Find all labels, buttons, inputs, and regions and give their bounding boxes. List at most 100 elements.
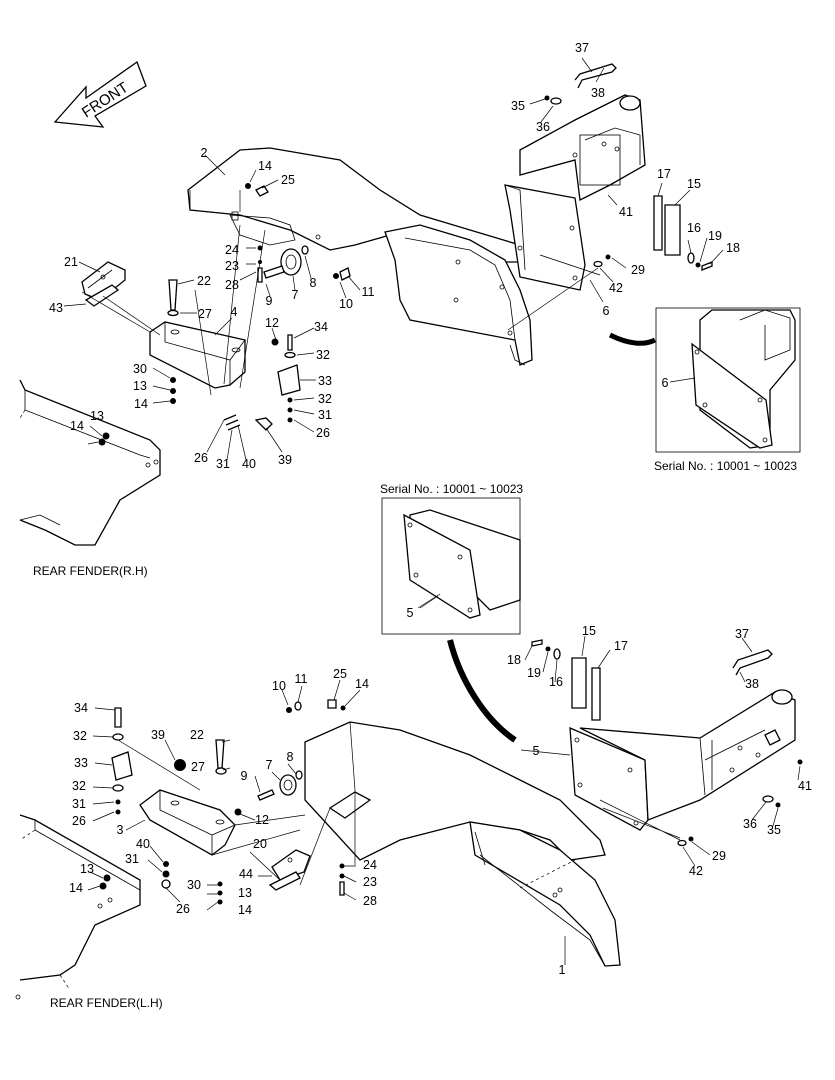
- callout-34: 34: [74, 701, 88, 715]
- lh-frame-rail: [15, 814, 141, 1000]
- serial-note-bottom: Serial No. : 10001 ~ 10023: [380, 482, 523, 496]
- callout-17: 17: [657, 167, 671, 181]
- callout-5: 5: [533, 744, 540, 758]
- callout-40: 40: [136, 837, 150, 851]
- rear-fender-lh-title: REAR FENDER(L.H): [50, 996, 163, 1010]
- callout-28: 28: [225, 278, 239, 292]
- callout-42: 42: [689, 864, 703, 878]
- callout-34: 34: [314, 320, 328, 334]
- callout-32: 32: [72, 779, 86, 793]
- callout-19: 19: [527, 666, 541, 680]
- callout-39: 39: [151, 728, 165, 742]
- callout-15: 15: [687, 177, 701, 191]
- callout-36: 36: [536, 120, 550, 134]
- callout-42: 42: [609, 281, 623, 295]
- callout-7: 7: [266, 758, 273, 772]
- rh-lock-bracket: [504, 63, 713, 291]
- callout-6-detail: 6: [662, 376, 669, 390]
- callout-5: 5: [407, 606, 414, 620]
- callout-31: 31: [125, 852, 139, 866]
- lh-mount-bracket: [139, 789, 311, 891]
- callout-38: 38: [591, 86, 605, 100]
- callout-12: 12: [265, 316, 279, 330]
- callout-2: 2: [201, 146, 208, 160]
- callout-31: 31: [318, 408, 332, 422]
- callout-18: 18: [507, 653, 521, 667]
- rh-detail-box: [608, 307, 801, 453]
- rh-bracket-plate-21: [81, 261, 126, 307]
- callout-33: 33: [74, 756, 88, 770]
- lh-lock-bracket: [531, 639, 803, 847]
- callout-30: 30: [187, 878, 201, 892]
- rh-frame-rail: [19, 379, 161, 546]
- callout-43: 43: [49, 301, 63, 315]
- callout-14: 14: [238, 903, 252, 917]
- callout-27: 27: [191, 760, 205, 774]
- callout-32: 32: [318, 392, 332, 406]
- callout-8: 8: [287, 750, 294, 764]
- callout-13: 13: [238, 886, 252, 900]
- callout-29: 29: [712, 849, 726, 863]
- callout-17: 17: [614, 639, 628, 653]
- callout-11: 11: [362, 285, 375, 299]
- callout-21: 21: [64, 255, 78, 269]
- callout-33: 33: [318, 374, 332, 388]
- callout-19: 19: [708, 229, 722, 243]
- callout-32: 32: [73, 729, 87, 743]
- callout-39: 39: [278, 453, 292, 467]
- rh-fender-body: [187, 147, 541, 366]
- callout-20: 20: [253, 837, 267, 851]
- callout-24: 24: [363, 858, 377, 872]
- lh-fasteners: [99, 699, 346, 905]
- callout-15: 15: [582, 624, 596, 638]
- callout-11: 11: [295, 672, 308, 686]
- callout-26: 26: [316, 426, 330, 440]
- callout-6: 6: [603, 304, 610, 318]
- callout-13: 13: [80, 862, 94, 876]
- callout-37: 37: [735, 627, 749, 641]
- callout-25: 25: [281, 173, 295, 187]
- callout-26: 26: [176, 902, 190, 916]
- callout-10: 10: [339, 297, 353, 311]
- callout-13: 13: [90, 409, 104, 423]
- rh-fasteners: [98, 183, 301, 446]
- callout-18: 18: [726, 241, 740, 255]
- callout-14: 14: [134, 397, 148, 411]
- callout-44: 44: [239, 867, 253, 881]
- callout-22: 22: [197, 274, 211, 288]
- callout-28: 28: [363, 894, 377, 908]
- callout-32: 32: [316, 348, 330, 362]
- callout-27: 27: [198, 307, 212, 321]
- callout-38: 38: [745, 677, 759, 691]
- callout-16: 16: [687, 221, 701, 235]
- callout-9: 9: [266, 294, 273, 308]
- callout-40: 40: [242, 457, 256, 471]
- callout-35: 35: [767, 823, 781, 837]
- callout-22: 22: [190, 728, 204, 742]
- callout-30: 30: [133, 362, 147, 376]
- rh-callouts: 2 14 25 24 23 28 9 7 8 10 11 21 43 22 27…: [49, 41, 740, 471]
- callout-7: 7: [292, 288, 299, 302]
- callout-14: 14: [70, 419, 84, 433]
- callout-23: 23: [363, 875, 377, 889]
- lh-fender-body: [304, 721, 621, 967]
- callout-24: 24: [225, 243, 239, 257]
- callout-31: 31: [72, 797, 86, 811]
- callout-29: 29: [631, 263, 645, 277]
- rear-fender-rh-title: REAR FENDER(R.H): [33, 564, 148, 578]
- lh-detail-box: [381, 497, 521, 743]
- callout-1: 1: [559, 963, 566, 977]
- callout-8: 8: [310, 276, 317, 290]
- callout-14: 14: [355, 677, 369, 691]
- callout-16: 16: [549, 675, 563, 689]
- callout-41: 41: [798, 779, 812, 793]
- callout-3: 3: [117, 823, 124, 837]
- callout-37: 37: [575, 41, 589, 55]
- callout-26: 26: [194, 451, 208, 465]
- callout-41: 41: [619, 205, 633, 219]
- rh-roller-assembly: [263, 245, 351, 281]
- callout-12: 12: [255, 813, 269, 827]
- rh-leader-lines: [63, 57, 724, 461]
- callout-10: 10: [272, 679, 286, 693]
